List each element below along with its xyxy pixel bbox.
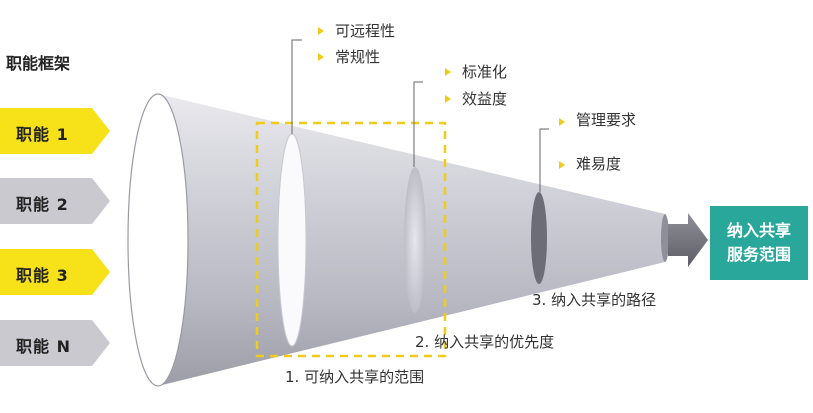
result-line-2: 服务范围	[710, 243, 808, 267]
output-arrow	[668, 213, 708, 267]
criterion-benefit: 效益度	[462, 90, 507, 108]
stage-disc-1	[278, 134, 306, 346]
criterion-routine: 常规性	[335, 48, 380, 66]
bullet-icon	[559, 118, 565, 126]
stage-caption-3: 3. 纳入共享的路径	[532, 291, 656, 309]
stage-disc-3	[531, 192, 547, 284]
criterion-difficulty: 难易度	[576, 155, 621, 173]
bullet-icon	[318, 27, 324, 35]
bracket-2	[414, 82, 423, 167]
funnel-end-cap	[661, 214, 669, 262]
result-line-1: 纳入共享	[710, 219, 808, 243]
bullet-icon	[445, 68, 451, 76]
criterion-remote: 可远程性	[335, 22, 395, 40]
bullet-icon	[559, 161, 565, 169]
funnel-mouth	[128, 94, 188, 386]
criterion-management: 管理要求	[576, 111, 638, 129]
bullet-icon	[445, 95, 451, 103]
stage-caption-2: 2. 纳入共享的优先度	[415, 333, 554, 351]
stage-disc-2	[404, 167, 426, 313]
result-box: 纳入共享 服务范围	[710, 206, 808, 280]
bracket-3	[540, 129, 549, 192]
criterion-standardization: 标准化	[462, 63, 507, 81]
bracket-1	[292, 40, 302, 134]
stage-caption-1: 1. 可纳入共享的范围	[285, 368, 424, 386]
bullet-icon	[318, 53, 324, 61]
